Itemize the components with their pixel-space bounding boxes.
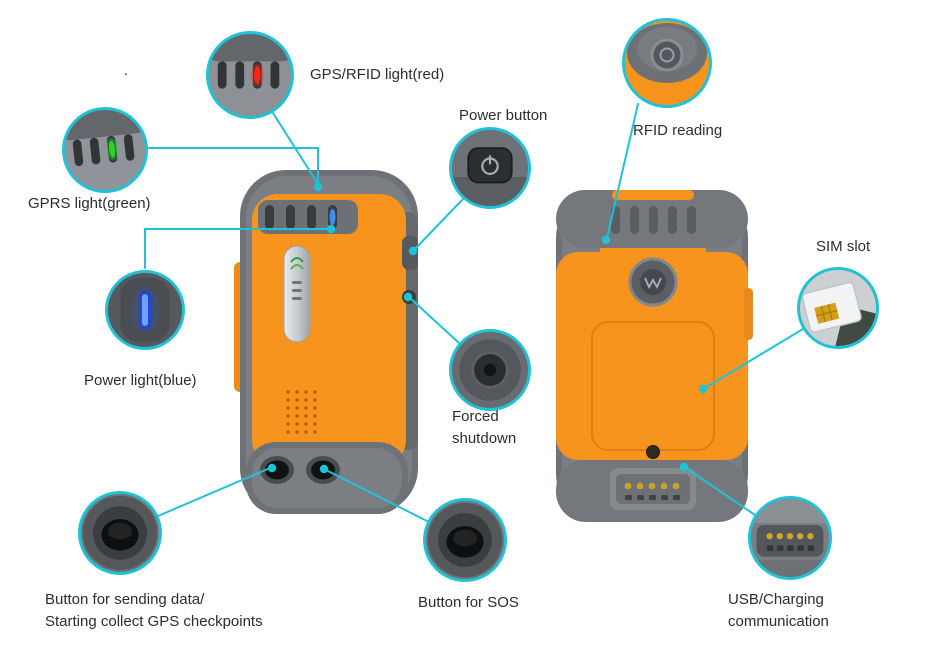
- rfid-reading-photo: [625, 21, 709, 105]
- connector-dots: [267, 182, 708, 474]
- battery-cover: [591, 321, 715, 451]
- usb-connector: [685, 467, 756, 516]
- logo-pill: [283, 245, 311, 343]
- gps-rfid-light-photo: [209, 34, 291, 116]
- usb-charging-callout: [748, 496, 832, 580]
- power-button-photo: [452, 130, 528, 206]
- sim-slot-connector: [704, 328, 804, 389]
- forced-shutdown-connector: [409, 297, 460, 344]
- power-light-photo: [108, 273, 182, 347]
- gprs-connector: [147, 147, 319, 185]
- green-led-icon: [108, 140, 116, 158]
- send-button-label-line1: Button for sending data/: [45, 591, 205, 608]
- sim-slot-callout: [797, 267, 879, 349]
- send-button-label: Button for sending data/ Starting collec…: [45, 589, 263, 633]
- sos-button-connector: [325, 469, 428, 522]
- send-button-photo: [81, 494, 159, 572]
- sim-slot-photo: [800, 270, 876, 346]
- power-light-connector: [144, 228, 329, 269]
- rfid-reading-connector: [606, 103, 639, 239]
- power-button-connector: [414, 198, 464, 250]
- forced-shutdown-label-line1: Forced: [452, 408, 499, 425]
- power-light-label: Power light(blue): [84, 372, 197, 389]
- back-device: [556, 190, 753, 522]
- contact-pins-icon: [766, 532, 814, 540]
- gps-rfid-light-callout: [206, 31, 294, 119]
- rfid-reading-label: RFID reading: [633, 122, 723, 139]
- power-icon: [481, 155, 499, 175]
- usb-charging-label: USB/Charging communication: [728, 589, 829, 633]
- rfid-emblem-icon: [650, 38, 684, 72]
- front-device: [234, 170, 418, 514]
- forced-shutdown-callout: [449, 329, 531, 411]
- charging-connector: [610, 468, 696, 510]
- stray-dot: .: [124, 62, 128, 78]
- sim-card-icon: [801, 281, 862, 333]
- connector-lines: [144, 103, 804, 522]
- rfid-reading-callout: [622, 18, 712, 108]
- gprs-light-callout: [62, 107, 148, 193]
- screw: [646, 445, 660, 459]
- gps-rfid-light-label: GPS/RFID light(red): [310, 66, 445, 83]
- usb-charging-label-line2: communication: [728, 612, 829, 630]
- usb-charging-photo: [751, 499, 829, 577]
- sim-slot-label: SIM slot: [816, 238, 871, 255]
- send-button-label-line2: Starting collect GPS checkpoints: [45, 612, 263, 630]
- sos-button-photo: [426, 501, 504, 579]
- forced-shutdown-photo: [452, 332, 528, 408]
- forced-shutdown-label-line2: shutdown: [452, 429, 517, 447]
- gprs-light-photo: [65, 110, 145, 190]
- power-button-callout: [449, 127, 531, 209]
- gprs-light-label: GPRS light(green): [28, 195, 151, 212]
- sos-button-label: Button for SOS: [418, 594, 519, 611]
- reset-hole-icon: [483, 363, 497, 377]
- send-button-callout: [78, 491, 162, 575]
- red-led-icon: [254, 66, 261, 84]
- send-button-connector: [157, 467, 271, 517]
- usb-charging-label-line1: USB/Charging: [728, 591, 824, 608]
- speaker-grille: [286, 390, 317, 434]
- forced-shutdown-label: Forced shutdown: [452, 406, 542, 450]
- power-light-callout: [105, 270, 185, 350]
- back-top-slots: [611, 206, 696, 234]
- sos-button-callout: [423, 498, 507, 582]
- back-emblem: [628, 257, 678, 307]
- power-button-label: Power button: [459, 107, 548, 124]
- front-led-slots: [265, 205, 337, 229]
